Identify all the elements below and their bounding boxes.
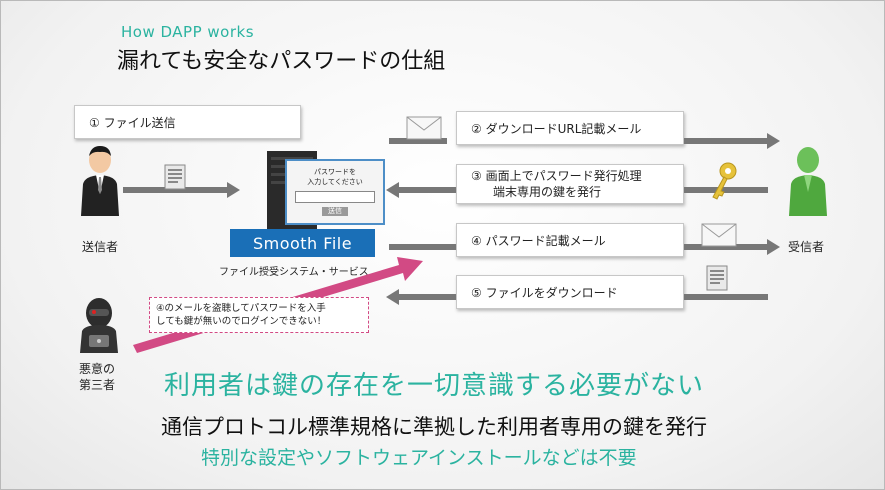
step-1-label: ① ファイル送信	[89, 115, 176, 130]
step-2-label: ② ダウンロードURL記載メール	[471, 121, 642, 136]
step-3-box: ③ 画面上でパスワード発行処理 端末専用の鍵を発行	[456, 164, 684, 204]
main-message: 利用者は鍵の存在を一切意識する必要がない	[164, 371, 705, 401]
password-input[interactable]	[295, 191, 375, 203]
password-dialog: パスワードを 入力してください 送信	[285, 159, 385, 225]
mail-icon	[406, 116, 442, 140]
step-5-arrow	[386, 289, 456, 305]
mail-icon	[701, 223, 737, 247]
sub-message-1: 通信プロトコル標準規格に準拠した利用者専用の鍵を発行	[161, 415, 707, 439]
step-4-arrow	[684, 239, 780, 255]
step-4-arrow-left-segment	[389, 244, 456, 250]
service-caption: ファイル授受システム・サービス	[219, 267, 369, 278]
step-4-label: ④ パスワード記載メール	[471, 233, 606, 248]
step-4-box: ④ パスワード記載メール	[456, 223, 684, 257]
step-5-box: ⑤ ファイルをダウンロード	[456, 275, 684, 309]
warning-callout: ④のメールを盗聴してパスワードを入手 しても鍵が無いのでログインできない！	[149, 297, 369, 333]
step-2-box: ② ダウンロードURL記載メール	[456, 111, 684, 145]
step-3-arrow-right-segment	[684, 187, 768, 193]
step-1-box: ① ファイル送信	[74, 105, 301, 139]
submit-button[interactable]: 送信	[322, 207, 348, 216]
slide-subtitle: How DAPP works	[121, 23, 255, 41]
step-2-arrow-left-segment	[389, 138, 447, 144]
smooth-file-logo: Smooth File	[230, 229, 375, 257]
step-2-arrow	[684, 133, 780, 149]
attacker-label: 悪意の 第三者	[79, 362, 116, 392]
document-icon	[164, 164, 186, 190]
sender-figure-icon	[81, 146, 119, 216]
step-3-arrow	[386, 182, 456, 198]
key-icon	[712, 162, 737, 200]
receiver-figure-icon	[789, 147, 827, 216]
step-3-sublabel: 端末専用の鍵を発行	[493, 185, 602, 199]
document-icon	[706, 265, 728, 291]
attacker-figure-icon	[80, 298, 118, 353]
step-5-label: ⑤ ファイルをダウンロード	[471, 285, 618, 300]
slide-title: 漏れても安全なパスワードの仕組	[117, 49, 446, 74]
sender-to-server-arrow	[123, 182, 240, 198]
step-5-arrow-right-segment	[684, 294, 768, 300]
step-3-label: ③ 画面上でパスワード発行処理	[471, 169, 642, 183]
sender-label: 送信者	[82, 240, 119, 254]
sub-message-2: 特別な設定やソフトウェアインストールなどは不要	[201, 447, 637, 469]
receiver-label: 受信者	[788, 240, 825, 254]
